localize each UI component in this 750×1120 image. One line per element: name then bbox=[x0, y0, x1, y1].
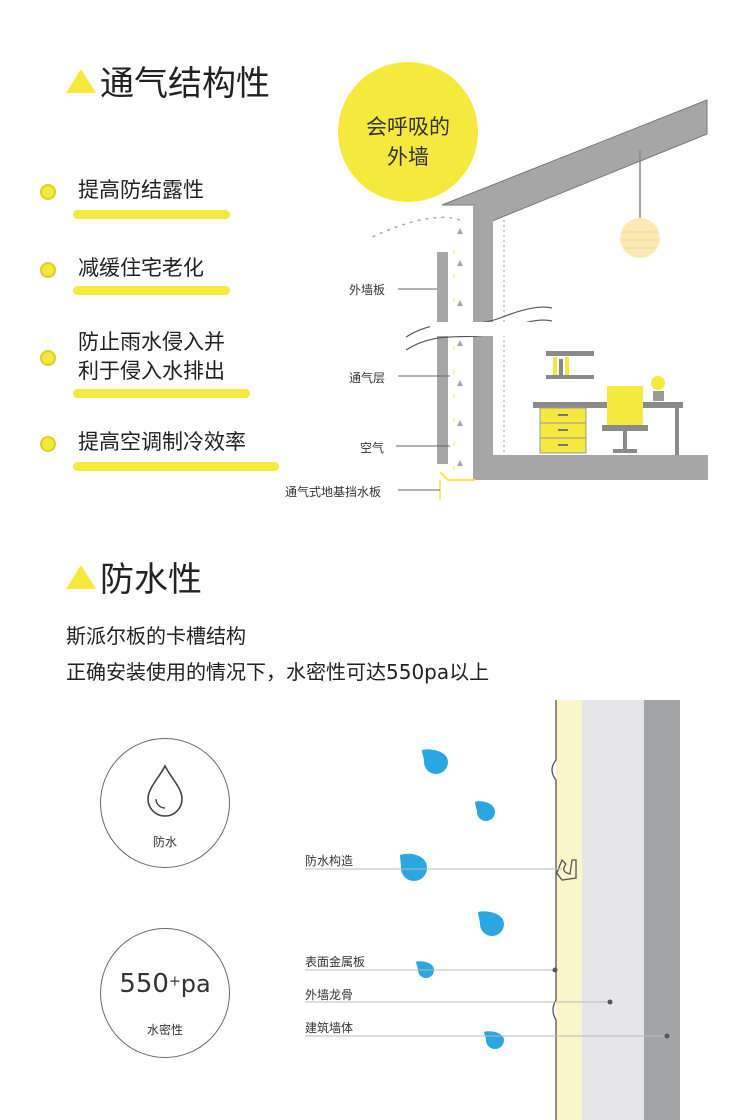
airflow-arrows bbox=[457, 228, 463, 466]
pressure-value: 550+pa bbox=[101, 969, 229, 999]
roof bbox=[441, 99, 708, 229]
bubble-text: 会呼吸的 外墙 bbox=[349, 112, 467, 172]
floor-slab bbox=[473, 455, 708, 480]
benefit-item: 提高防结露性 bbox=[40, 176, 204, 205]
base-flashing bbox=[439, 471, 475, 481]
wall-cross-section bbox=[305, 700, 680, 1120]
benefit-text: 提高空调制冷效率 bbox=[78, 430, 246, 454]
bullet-dot-icon bbox=[40, 184, 56, 200]
section-title-ventilation: 通气结构性 bbox=[66, 56, 270, 105]
metal-panel-profile bbox=[551, 700, 577, 1120]
chair-back bbox=[607, 386, 643, 428]
benefit-item: 防止雨水侵入并 利于侵入水排出 bbox=[40, 328, 225, 386]
water-drop-icon bbox=[147, 764, 183, 817]
keel-layer bbox=[582, 700, 644, 1120]
benefit-text: 提高防结露性 bbox=[78, 178, 204, 202]
section-title-waterproof: 防水性 bbox=[66, 552, 202, 601]
label-waterproof-structure: 防水构造 bbox=[305, 854, 354, 868]
book bbox=[553, 357, 557, 375]
label-metal-panel: 表面金属板 bbox=[305, 955, 366, 969]
highlight-underline bbox=[73, 389, 250, 398]
shelf bbox=[546, 375, 594, 379]
label-building-wall: 建筑墙体 bbox=[305, 1021, 354, 1035]
building-wall-layer bbox=[644, 700, 680, 1120]
pressure-badge: 550+pa 水密性 bbox=[100, 928, 230, 1058]
waterproof-label: 防水 bbox=[152, 835, 177, 849]
triangle-icon bbox=[66, 68, 96, 93]
book bbox=[565, 357, 569, 375]
triangle-icon bbox=[66, 564, 96, 589]
water-drops bbox=[400, 749, 504, 1049]
highlight-underline bbox=[73, 210, 230, 219]
pressure-number: 550 bbox=[119, 969, 169, 999]
benefit-item: 减缓住宅老化 bbox=[40, 254, 204, 283]
pressure-label: 水密性 bbox=[146, 1023, 183, 1037]
shelf bbox=[546, 351, 594, 356]
bullet-dot-icon bbox=[40, 436, 56, 452]
bullet-dot-icon bbox=[40, 350, 56, 366]
label-outer-board: 外墙板 bbox=[349, 283, 386, 297]
label-keel: 外墙龙骨 bbox=[305, 988, 354, 1002]
bubble-line: 会呼吸的 bbox=[366, 115, 450, 139]
description-line: 正确安装使用的情况下，水密性可达550pa以上 bbox=[66, 660, 490, 684]
plant bbox=[651, 376, 665, 390]
waterproof-badge: 防水 bbox=[100, 738, 230, 868]
lamp-shade bbox=[620, 218, 660, 258]
outer-board bbox=[437, 252, 448, 464]
benefit-text-line: 防止雨水侵入并 bbox=[78, 330, 225, 354]
highlight-underline bbox=[73, 286, 230, 295]
highlight-underline bbox=[73, 462, 279, 471]
section-title-text: 防水性 bbox=[100, 560, 202, 600]
insulation-layer bbox=[556, 700, 582, 1120]
section-title-text: 通气结构性 bbox=[100, 64, 270, 104]
chair-seat bbox=[602, 425, 648, 431]
label-base-board: 通气式地基挡水板 bbox=[285, 485, 382, 499]
pressure-unit: pa bbox=[180, 970, 211, 998]
benefit-text-line: 利于侵入水排出 bbox=[78, 359, 225, 383]
benefit-text: 减缓住宅老化 bbox=[78, 256, 204, 280]
book bbox=[559, 359, 563, 375]
benefit-item: 提高空调制冷效率 bbox=[40, 428, 246, 457]
structural-wall bbox=[473, 205, 493, 480]
bubble-circle bbox=[338, 62, 478, 202]
label-vent-layer: 通气层 bbox=[349, 371, 386, 385]
ventilated-wall-illustration bbox=[338, 62, 708, 500]
description-line: 斯派尔板的卡槽结构 bbox=[66, 624, 246, 648]
label-air: 空气 bbox=[360, 441, 385, 455]
pressure-sup: + bbox=[168, 973, 181, 990]
bullet-dot-icon bbox=[40, 262, 56, 278]
bubble-line: 外墙 bbox=[387, 145, 429, 169]
